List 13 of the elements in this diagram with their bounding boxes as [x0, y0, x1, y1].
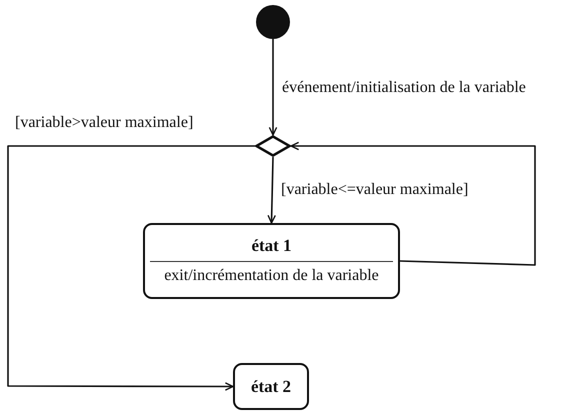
state-box [143, 223, 400, 299]
state-name: état 1 [251, 236, 292, 256]
state-name: état 2 [250, 376, 292, 396]
edge-label: [variable<=valeur maximale] [280, 180, 470, 199]
arrow [7, 145, 255, 391]
decision-diamond [255, 135, 291, 157]
arrow [267, 156, 276, 224]
arrow [290, 142, 536, 266]
state-action: exit/incrémentation de la variable [164, 266, 379, 286]
initial-state-dot [256, 5, 290, 39]
arrow [268, 39, 278, 136]
edge-label: [variable>valeur maximale] [14, 113, 194, 132]
state-box [233, 363, 309, 410]
